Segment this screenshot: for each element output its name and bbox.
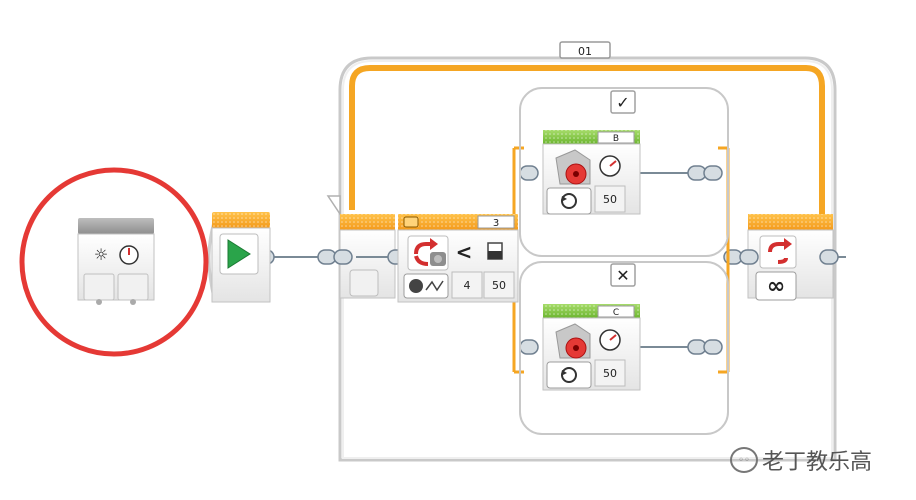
switch-port-label: 3 [493, 218, 499, 229]
cross-icon: ✕ [616, 266, 629, 285]
sensor-param-slot-2[interactable] [117, 273, 149, 301]
switch-block[interactable]: ✓ ✕ 3 < 4 50 [397, 87, 730, 435]
large-motor-icon [555, 149, 591, 185]
threshold-value-field[interactable] [483, 271, 515, 299]
motor-b-mode-selector[interactable] [546, 187, 592, 215]
loop-name-label: 01 [578, 45, 592, 58]
motor-c-port-label: C [613, 308, 619, 318]
watermark-text: 老丁教乐高 [762, 450, 873, 475]
svg-text:4: 4 [464, 279, 471, 292]
svg-text:50: 50 [603, 193, 617, 206]
watermark: ◦◦ 老丁教乐高 [730, 444, 872, 476]
loop-return-track [349, 65, 825, 218]
motor-b-port-label: B [613, 134, 619, 144]
switch-true-case[interactable] [519, 87, 729, 257]
loop-mode-selector[interactable] [755, 271, 797, 301]
svg-text:50: 50 [492, 279, 506, 292]
sensor-param-slot-1[interactable] [83, 273, 115, 301]
switch-false-case[interactable] [519, 261, 729, 435]
loop-end-block[interactable]: ∞ [747, 214, 834, 301]
svg-text:50: 50 [603, 367, 617, 380]
motor-b-block[interactable]: B 50 [542, 130, 641, 215]
loop-name-tab[interactable] [559, 41, 611, 59]
sensor-block-unconfigured[interactable]: ☼ [77, 218, 155, 305]
false-case-tab[interactable] [610, 263, 636, 287]
compare-value-field[interactable] [451, 271, 483, 299]
compare-operator[interactable]: < [456, 240, 473, 264]
large-motor-icon [555, 323, 591, 359]
start-block[interactable] [207, 212, 271, 303]
highlight-circle [19, 167, 209, 357]
wechat-icon: ◦◦ [730, 447, 758, 473]
loop-block[interactable]: 01 ∞ [326, 41, 837, 462]
compare-mode-icon [409, 279, 423, 293]
motor-c-block[interactable]: C 50 [542, 304, 641, 391]
motor-c-mode-selector[interactable] [546, 361, 592, 389]
check-icon: ✓ [616, 93, 629, 112]
infinity-icon: ∞ [767, 274, 785, 299]
sun-icon: ☼ [94, 245, 108, 264]
motor-b-power-field[interactable] [594, 185, 626, 213]
play-icon [227, 239, 251, 269]
loop-start-block[interactable] [326, 195, 396, 299]
motor-c-power-field[interactable] [594, 359, 626, 387]
true-case-tab[interactable] [610, 90, 636, 114]
switch-port-icon [403, 216, 419, 228]
